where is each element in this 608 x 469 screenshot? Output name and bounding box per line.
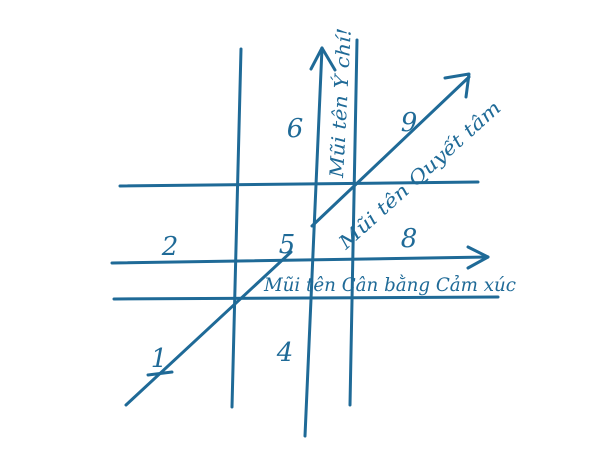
zone-number-9: 9 xyxy=(401,108,418,138)
middle-horizontal-arrow-head xyxy=(466,245,490,270)
left-vertical-line xyxy=(230,47,243,409)
middle-vertical-arrow-line xyxy=(303,46,324,438)
zone-number-5: 5 xyxy=(279,230,296,260)
diagonal-upper-segment xyxy=(310,75,471,228)
zone-number-6: 6 xyxy=(287,114,304,144)
zone-number-1: 1 xyxy=(151,344,168,374)
middle-vertical-arrow-head xyxy=(309,46,337,72)
top-horizontal-line xyxy=(118,180,480,188)
zone-number-8: 8 xyxy=(401,224,418,254)
diagonal-lower-segment xyxy=(124,250,293,407)
middle-horizontal-arrow-line xyxy=(110,255,490,265)
zone-number-2: 2 xyxy=(161,232,179,262)
diagonal-arrow-head xyxy=(443,72,471,99)
diagonal-arrow-label: Mũi tên Quyết tâm xyxy=(334,97,506,255)
zone-number-1-underline xyxy=(146,370,174,377)
bottom-horizontal-line xyxy=(112,295,500,301)
right-vertical-line xyxy=(348,38,359,407)
horizontal-arrow-label: Mũi tên Cân bằng Cảm xúc xyxy=(263,274,516,296)
zone-number-4: 4 xyxy=(276,338,294,368)
vertical-arrow-label: Mũi tên Ý chí! xyxy=(325,27,356,179)
